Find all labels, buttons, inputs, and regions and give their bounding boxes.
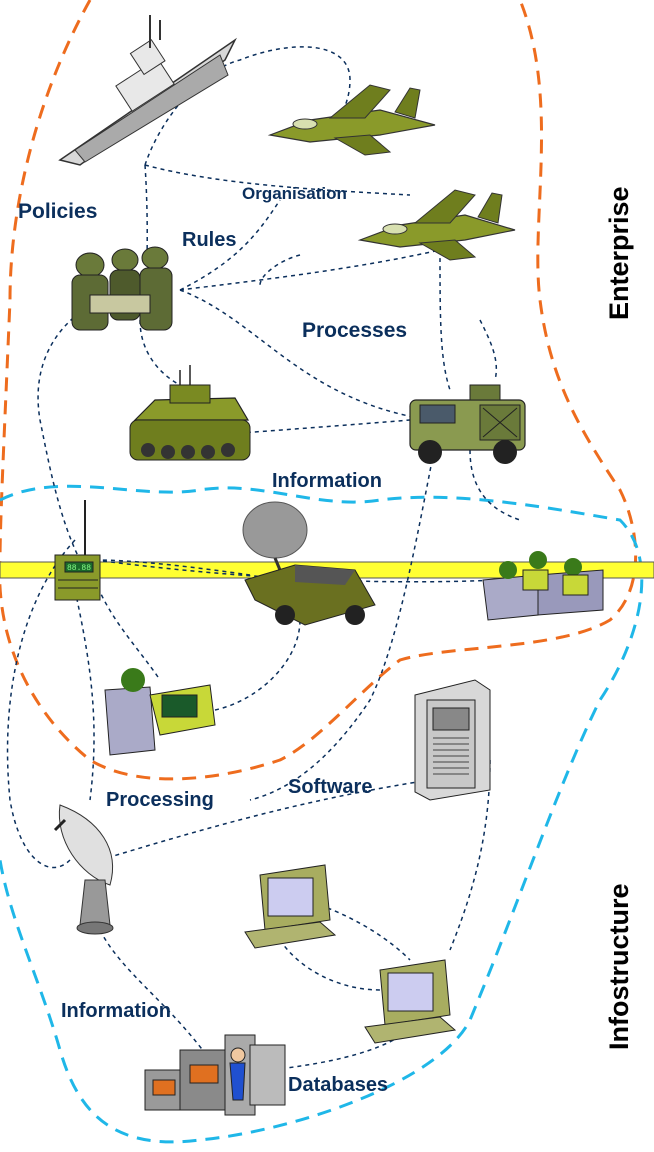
label-information-bottom: Information — [61, 1000, 171, 1022]
label-processing: Processing — [106, 789, 214, 811]
radar-truck-icon — [242, 501, 376, 626]
satellite-dish-icon — [53, 804, 114, 935]
computer-terminal-icon — [364, 959, 457, 1044]
server-tower-icon — [414, 679, 491, 801]
computer-terminal-icon — [244, 864, 337, 949]
diagram-labels: Policies Organisation Rules Processes In… — [18, 184, 407, 1096]
fighter-jet-icon — [267, 84, 436, 156]
label-software: Software — [288, 776, 372, 798]
humvee-icon — [409, 384, 526, 464]
infostructure-boundary — [0, 484, 644, 1144]
label-databases: Databases — [288, 1074, 388, 1096]
label-policies: Policies — [18, 200, 97, 223]
fighter-jet-icon — [357, 189, 516, 261]
operators-group-icon — [482, 551, 604, 621]
domain-label-enterprise: Enterprise — [604, 186, 634, 320]
label-organisation: Organisation — [242, 184, 347, 203]
warship-icon — [58, 15, 237, 166]
label-information-top: Information — [272, 470, 382, 492]
radio-display: 88.88 — [67, 564, 91, 573]
operator-console-icon — [104, 668, 216, 756]
label-processes: Processes — [302, 319, 407, 342]
radio-icon: 88.88 — [54, 500, 101, 601]
soldiers-icon — [71, 246, 173, 331]
label-rules: Rules — [182, 229, 236, 251]
armoured-vehicle-icon — [129, 365, 251, 461]
domain-label-infostructure: Infostructure — [604, 883, 634, 1050]
database-operator-icon — [144, 1034, 286, 1116]
enterprise-boundary — [0, 0, 638, 781]
